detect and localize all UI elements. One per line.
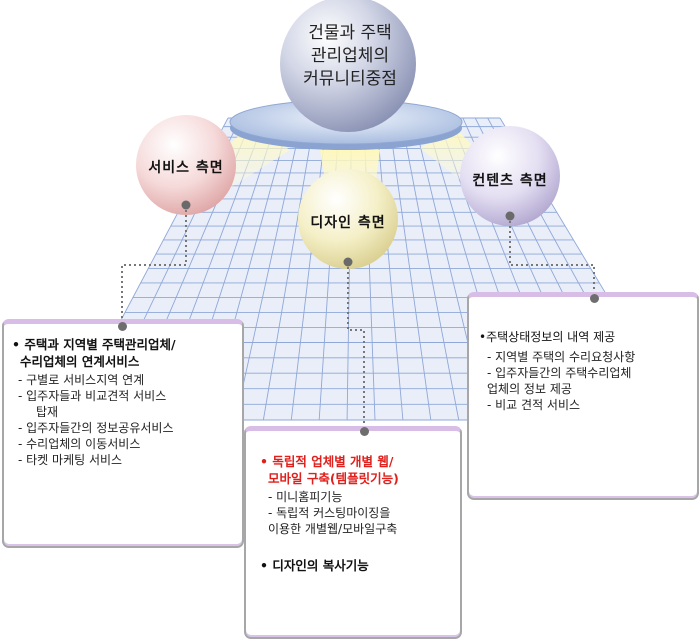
list-item: - 구별로 서비스지역 연계 xyxy=(18,373,145,387)
connector-dot-right-bottom xyxy=(590,294,599,303)
list-item: 업체의 정보 제공 xyxy=(487,382,572,396)
connector-left xyxy=(121,205,187,326)
connector-dot-left-top xyxy=(181,200,191,210)
list-item: - 비교 견적 서비스 xyxy=(487,398,581,412)
service-label: 서비스 측면 xyxy=(148,160,224,176)
list-item: - 타켓 마케팅 서비스 xyxy=(18,453,123,467)
list-item: - 독립적 커스팅마이징을 xyxy=(268,506,391,520)
grid-line xyxy=(290,117,328,421)
list-item: - 지역별 주택의 수리요청사항 xyxy=(487,350,636,364)
design-heading-line-1: • 독립적 업체별 개별 웹/ xyxy=(260,454,394,469)
service-sphere xyxy=(136,115,236,215)
grid-line xyxy=(375,117,404,421)
design-detail-box: • 독립적 업체별 개별 웹/ 모바일 구축(템플릿기능) - 미니홈피기능 -… xyxy=(244,426,462,639)
connector-dot-middle-top xyxy=(343,257,353,267)
grid-line xyxy=(262,117,315,421)
service-heading-line-2: 수리업체의 연계서비스 xyxy=(20,354,140,369)
contents-sphere xyxy=(460,126,560,226)
center-title-line-2: 관리업체의 xyxy=(310,46,390,66)
center-title: 건물과 주택 관리업체의 커뮤니티중점 xyxy=(262,22,438,91)
service-heading-line-1: • 주택과 지역별 주택관리업체/ xyxy=(12,337,176,352)
contents-label: 컨텐츠 측면 xyxy=(472,173,548,189)
design-heading-line-2: 모바일 구축(템플릿기능) xyxy=(268,471,399,486)
connector-dot-middle-bottom xyxy=(360,427,369,436)
grid-line xyxy=(388,117,432,421)
connector-dot-right-top xyxy=(505,211,515,221)
design-sphere xyxy=(298,169,398,269)
list-item: 탑재 xyxy=(36,405,59,419)
center-title-line-3: 커뮤니티중점 xyxy=(303,69,397,89)
list-item: - 미니홈피기능 xyxy=(268,490,343,504)
contents-items: - 지역별 주택의 수리요청사항 - 입주자들간의 주택수리업체 업체의 정보 … xyxy=(479,349,693,413)
list-item: 이용한 개별웹/모바일구축 xyxy=(268,522,398,536)
connector-right xyxy=(509,216,595,298)
connector-middle xyxy=(347,262,365,432)
list-item: - 입주자들간의 정보공유서비스 xyxy=(18,421,174,435)
design-heading-2: • 디자인의 복사기능 xyxy=(260,558,369,573)
grid-line xyxy=(400,117,460,421)
list-item: - 입주자들간의 주택수리업체 xyxy=(487,366,632,380)
list-item: - 입주자들과 비교견적 서비스 xyxy=(18,389,167,403)
design-label: 디자인 측면 xyxy=(310,215,386,231)
service-items: - 구별로 서비스지역 연계 - 입주자들과 비교견적 서비스 탑재 - 입주자… xyxy=(12,372,238,468)
service-detail-box: • 주택과 지역별 주택관리업체/ 수리업체의 연계서비스 - 구별로 서비스지… xyxy=(2,319,244,548)
center-sphere xyxy=(280,0,416,132)
contents-heading: •주택상태정보의 내역 제공 xyxy=(479,330,616,344)
connectors xyxy=(121,205,595,432)
list-item: - 수리업체의 이동서비스 xyxy=(18,437,141,451)
connector-dot-left-bottom xyxy=(118,322,127,331)
design-items: - 미니홈피기능 - 독립적 커스팅마이징을 이용한 개별웹/모바일구축 xyxy=(260,489,456,537)
contents-detail-box: •주택상태정보의 내역 제공 - 지역별 주택의 수리요청사항 - 입주자들간의… xyxy=(467,292,699,500)
center-title-line-1: 건물과 주택 xyxy=(308,23,392,43)
grid-line xyxy=(235,117,303,421)
